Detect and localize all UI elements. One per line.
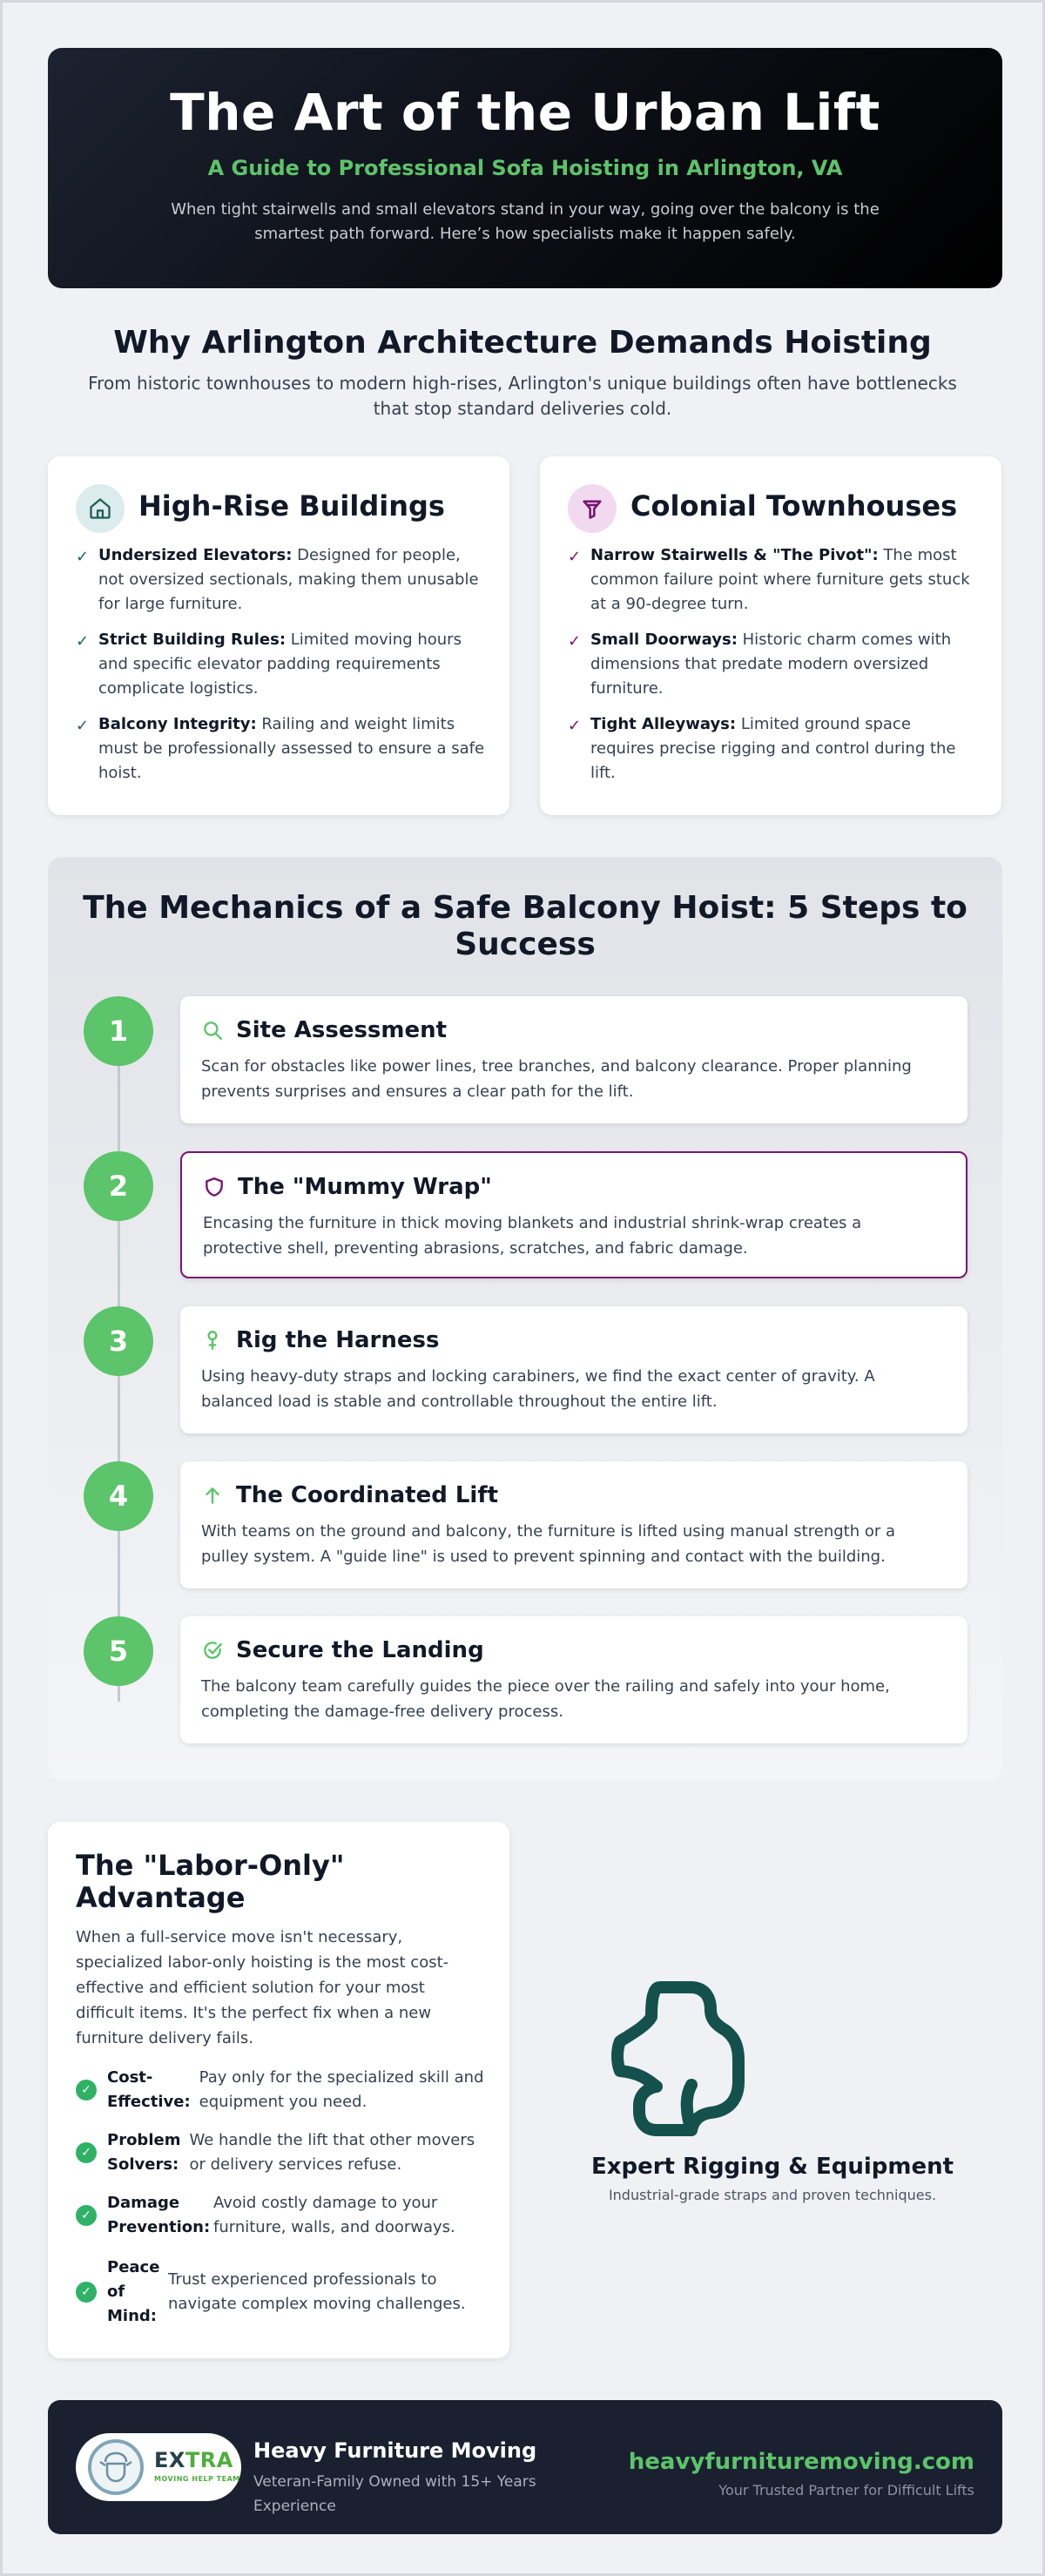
step-title: Site Assessment — [236, 1017, 448, 1043]
list-item: ✓Narrow Stairwells & "The Pivot": The mo… — [568, 546, 970, 613]
harness-icon — [207, 1331, 218, 1350]
hero-banner: The Art of the Urban Lift A Guide to Pro… — [48, 48, 1002, 288]
card-list: ✓Undersized Elevators: Designed for peop… — [76, 543, 485, 797]
step-number-2: 2 — [84, 1151, 153, 1221]
shield-icon — [206, 1177, 223, 1197]
footer-tagline: Your Trusted Partner for Difficult Lifts — [718, 2482, 974, 2498]
check-circle-icon: ✓ — [76, 2205, 97, 2226]
advantage-item: ✓ Damage Prevention: Avoid costly damage… — [76, 2191, 485, 2240]
why-section-subtitle: From historic townhouses to modern high-… — [88, 373, 957, 419]
rigging-subtitle: Industrial-grade straps and proven techn… — [608, 2187, 937, 2203]
website-link[interactable]: heavyfurnituremoving.com — [628, 2449, 974, 2475]
card-title: High-Rise Buildings — [138, 489, 445, 523]
step-card-mummy-wrap: The "Mummy Wrap" Encasing the furniture … — [180, 1151, 967, 1278]
advantage-item: ✓ Peace of Mind: Trust experienced profe… — [76, 2256, 485, 2329]
footer-banner: EXTRA MOVING HELP TEAM Heavy Furniture M… — [48, 2400, 1002, 2534]
arrow-up-icon — [206, 1487, 219, 1504]
company-logo: EXTRA MOVING HELP TEAM — [76, 2433, 241, 2501]
step-text: Encasing the furniture in thick moving b… — [203, 1214, 862, 1258]
advantage-item: ✓ Cost-Effective: Pay only for the speci… — [76, 2066, 485, 2114]
step-card-site-assessment: Site Assessment Scan for obstacles like … — [180, 996, 967, 1123]
logo-brand: EXTRA — [154, 2448, 233, 2472]
rigging-equipment-icon — [611, 1981, 745, 2136]
check-icon: ✓ — [76, 632, 90, 651]
step-text: With teams on the ground and balcony, th… — [201, 1522, 896, 1566]
labor-title: The "Labor-Only" Advantage — [76, 1849, 345, 1914]
step-number-5: 5 — [84, 1616, 153, 1686]
list-item: ✓Small Doorways: Historic charm comes wi… — [568, 631, 952, 698]
list-item: ✓Balcony Integrity: Railing and weight l… — [76, 715, 485, 782]
card-title: Colonial Townhouses — [630, 489, 958, 523]
labor-only-card: The "Labor-Only" Advantage When a full-s… — [48, 1822, 509, 2358]
step-title: Rig the Harness — [236, 1327, 440, 1353]
rigging-title: Expert Rigging & Equipment — [590, 2154, 954, 2180]
colonial-townhouse-card: Colonial Townhouses ✓Narrow Stairwells &… — [540, 456, 1001, 815]
check-icon: ✓ — [76, 717, 90, 735]
list-item: ✓Undersized Elevators: Designed for peop… — [76, 546, 479, 613]
hero-title: The Art of the Urban Lift — [170, 83, 880, 142]
stairs-funnel-icon — [568, 484, 617, 533]
hero-subtitle: A Guide to Professional Sofa Hoisting in… — [207, 156, 843, 180]
check-circle-icon: ✓ — [76, 2080, 97, 2101]
search-icon — [204, 1022, 222, 1040]
check-circle-icon — [204, 1642, 222, 1659]
why-section-title: Why Arlington Architecture Demands Hoist… — [113, 325, 932, 361]
step-title: The Coordinated Lift — [236, 1482, 499, 1508]
check-icon: ✓ — [568, 548, 582, 566]
step-card-rig-harness: Rig the Harness Using heavy-duty straps … — [180, 1306, 967, 1433]
step-number-3: 3 — [84, 1306, 153, 1376]
step-title: Secure the Landing — [236, 1637, 484, 1663]
list-item: ✓Strict Building Rules: Limited moving h… — [76, 631, 462, 698]
steps-title: The Mechanics of a Safe Balcony Hoist: 5… — [83, 890, 967, 962]
check-circle-icon: ✓ — [76, 2282, 97, 2303]
step-card-coordinated-lift: The Coordinated Lift With teams on the g… — [180, 1461, 967, 1588]
step-text: The balcony team carefully guides the pi… — [201, 1677, 890, 1721]
step-number-1: 1 — [84, 996, 153, 1066]
check-icon: ✓ — [76, 548, 90, 566]
check-icon: ✓ — [568, 632, 582, 651]
step-text: Using heavy-duty straps and locking cara… — [201, 1367, 875, 1411]
logo-tagline: MOVING HELP TEAM — [154, 2475, 240, 2483]
step-title: The "Mummy Wrap" — [238, 1174, 492, 1200]
card-list: ✓Narrow Stairwells & "The Pivot": The mo… — [568, 543, 977, 797]
step-text: Scan for obstacles like power lines, tre… — [201, 1057, 912, 1101]
hero-description: When tight stairwells and small elevator… — [171, 200, 880, 243]
advantage-item: ✓ Problem Solvers: We handle the lift th… — [76, 2128, 485, 2177]
step-number-4: 4 — [84, 1461, 153, 1531]
hoist-steps-section: The Mechanics of a Safe Balcony Hoist: 5… — [48, 857, 1002, 1780]
company-description: Veteran-Family Owned with 15+ Years Expe… — [253, 2473, 536, 2515]
home-icon — [76, 484, 125, 533]
list-item: ✓Tight Alleyways: Limited ground space r… — [568, 715, 956, 782]
step-card-secure-landing: Secure the Landing The balcony team care… — [180, 1616, 967, 1743]
company-name: Heavy Furniture Moving — [253, 2438, 537, 2463]
labor-intro: When a full-service move isn't necessary… — [76, 1928, 449, 2047]
check-icon: ✓ — [568, 717, 582, 735]
high-rise-card: High-Rise Buildings ✓Undersized Elevator… — [48, 456, 509, 815]
check-circle-icon: ✓ — [76, 2142, 97, 2163]
logo-seal-icon — [88, 2439, 144, 2495]
